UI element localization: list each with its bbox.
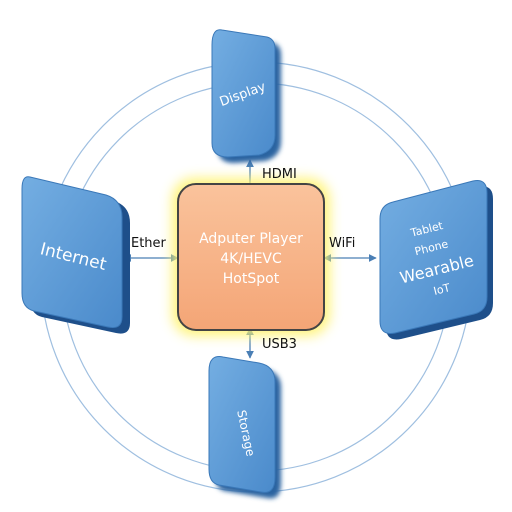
center-hotspot: HotSpot — [223, 271, 280, 287]
wifi-label: WiFi — [329, 236, 355, 251]
hdmi-label: HDMI — [262, 167, 297, 182]
storage-node: Storage — [208, 356, 281, 499]
ether-label: Ether — [131, 236, 167, 251]
center-node: Adputer Player 4K/HEVC HotSpot — [172, 178, 330, 336]
center-subtitle: 4K/HEVC — [220, 251, 282, 267]
display-node: Display — [211, 29, 281, 163]
devices-node: Tablet Phone Wearable IoT — [379, 180, 493, 340]
internet-node: Internet — [21, 176, 130, 334]
center-title: Adputer Player — [199, 231, 303, 247]
usb3-label: USB3 — [262, 337, 297, 352]
devices-label-iot: IoT — [432, 281, 452, 298]
